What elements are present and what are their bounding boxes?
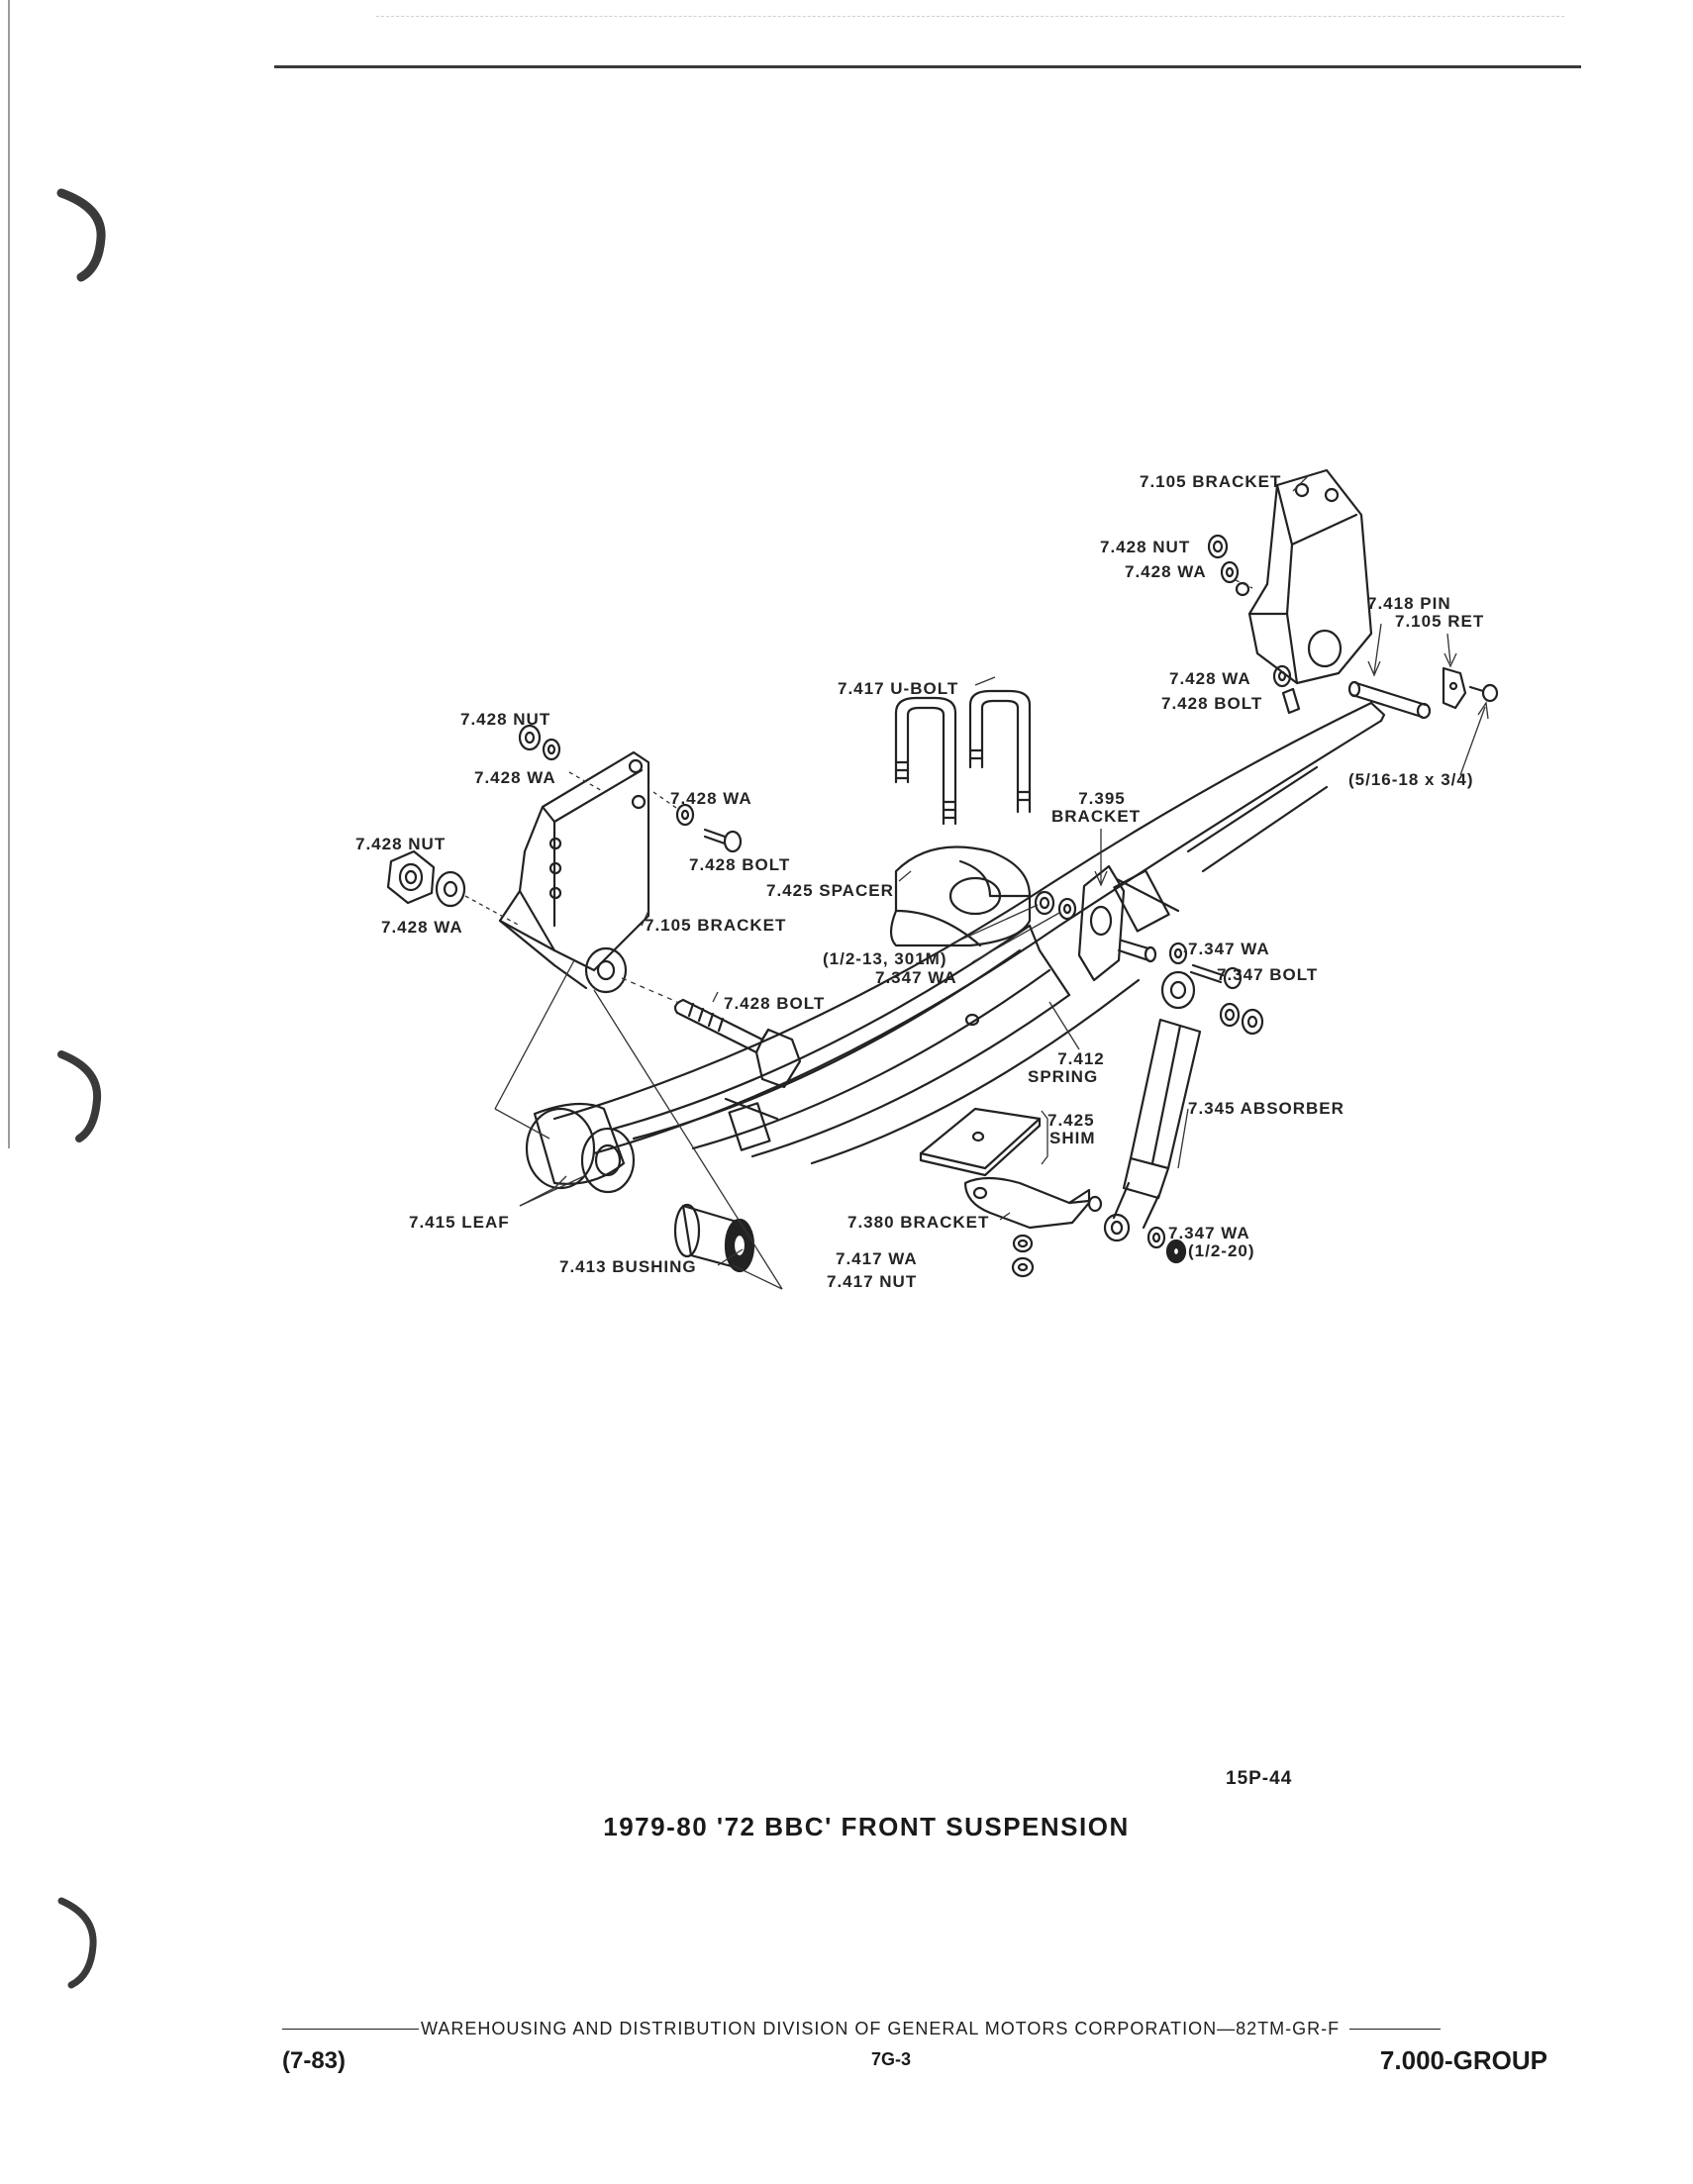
label-wa-428-left-top: 7.428 WA xyxy=(474,768,556,787)
bolt-428-mid xyxy=(703,828,743,853)
label-nut-428-left-top: 7.428 NUT xyxy=(460,710,551,729)
footer-group: 7.000-GROUP xyxy=(1379,2045,1547,2075)
bolt-428-right xyxy=(1281,687,1301,715)
spacer xyxy=(889,845,1032,947)
shock-absorber xyxy=(1103,970,1202,1242)
label-thread-small: (1/2-20) xyxy=(1188,1241,1255,1260)
rear-hanger-bracket xyxy=(1235,468,1373,685)
retainer-105 xyxy=(1442,666,1467,710)
label-bolt-428-right: 7.428 BOLT xyxy=(1161,694,1263,713)
pin-418 xyxy=(1347,680,1432,720)
nut-395 xyxy=(1034,890,1055,916)
label-bracket-105-left: 7.105 BRACKET xyxy=(645,916,787,935)
label-wa-347-bottom: 7.347 WA xyxy=(1168,1224,1250,1242)
binder-edge xyxy=(8,0,10,1148)
nut-428-top xyxy=(1207,534,1229,559)
header-rule xyxy=(274,65,1581,68)
binder-hole-top xyxy=(56,188,106,282)
retainer-screw xyxy=(1468,683,1499,703)
washer-347-a xyxy=(1168,942,1188,965)
u-bolt-right xyxy=(968,689,1032,814)
label-shim-425-name: SHIM xyxy=(1049,1129,1096,1147)
label-bolt-347: 7.347 BOLT xyxy=(1217,965,1319,984)
label-spacer-425: 7.425 SPACER xyxy=(766,881,894,900)
washer-417 xyxy=(1012,1234,1034,1253)
nut-347-b xyxy=(1241,1008,1264,1036)
footer-page-number: 7G-3 xyxy=(870,2049,912,2069)
label-wa-347-upper: 7.347 WA xyxy=(1188,940,1270,958)
label-wa-428-left: 7.428 WA xyxy=(381,918,463,937)
label-pin-418: 7.418 PIN xyxy=(1367,594,1451,613)
footer-rule-left xyxy=(282,2029,419,2030)
center-nut xyxy=(964,1013,980,1027)
label-nut-417: 7.417 NUT xyxy=(827,1272,918,1291)
label-bracket-395-number: 7.395 xyxy=(1078,789,1126,808)
washer-428-top xyxy=(1220,560,1240,584)
nut-428-left-top xyxy=(518,724,542,751)
lower-shock-bracket xyxy=(963,1176,1103,1230)
binder-hole-middle xyxy=(57,1050,102,1142)
washer-347-b xyxy=(1219,1002,1241,1028)
label-u-bolt-417: 7.417 U-BOLT xyxy=(838,679,959,698)
label-screw-size: (5/16-18 x 3/4) xyxy=(1348,770,1474,789)
scan-artifact-line xyxy=(376,16,1564,18)
figure-code: 15P-44 xyxy=(1226,1768,1293,1789)
washer-347-c xyxy=(1146,1226,1166,1249)
label-wa-428-mid: 7.428 WA xyxy=(670,789,752,808)
label-bolt-428-large: 7.428 BOLT xyxy=(724,994,826,1013)
label-bracket-105-top: 7.105 BRACKET xyxy=(1140,472,1282,491)
suspension-exploded-view xyxy=(386,468,1499,1290)
label-shim-425-number: 7.425 xyxy=(1047,1111,1095,1130)
shim xyxy=(919,1107,1042,1177)
footer-division-text: WAREHOUSING AND DISTRIBUTION DIVISION OF… xyxy=(421,2019,1341,2038)
figure-caption: 1979-80 '72 BBC' FRONT SUSPENSION xyxy=(0,1812,1693,1842)
footer-rule-right xyxy=(1349,2029,1442,2030)
spring-clip-left xyxy=(724,1097,779,1151)
label-wa-428-right: 7.428 WA xyxy=(1169,669,1251,688)
figure-caption-text: 1979-80 '72 BBC' FRONT SUSPENSION xyxy=(603,1812,1130,1841)
washer-428-mid xyxy=(675,803,695,827)
label-bracket-395-name: BRACKET xyxy=(1051,807,1142,826)
washer-395 xyxy=(1057,897,1077,921)
washer-428-right xyxy=(1272,664,1292,688)
label-wa-428-top: 7.428 WA xyxy=(1125,562,1207,581)
leaf-spring xyxy=(552,701,1386,1165)
leaf-eye-roll xyxy=(525,1102,636,1194)
label-bolt-428-mid: 7.428 BOLT xyxy=(689,855,791,874)
u-bolt-left xyxy=(894,696,957,826)
nut-347-c xyxy=(1165,1239,1187,1264)
label-wa-417: 7.417 WA xyxy=(836,1249,918,1268)
front-hanger-bracket xyxy=(498,750,650,994)
footer-date: (7-83) xyxy=(282,2047,347,2074)
binder-hole-bottom xyxy=(57,1897,97,1989)
bolt-428-large xyxy=(673,998,802,1089)
spring-seat-bracket xyxy=(1077,864,1157,982)
label-absorber-345: 7.345 ABSORBER xyxy=(1188,1099,1344,1118)
bushing xyxy=(673,1203,755,1273)
nut-417 xyxy=(1011,1256,1035,1278)
washer-428-left xyxy=(435,870,466,908)
label-bracket-380: 7.380 BRACKET xyxy=(847,1213,990,1232)
label-leaf-415: 7.415 LEAF xyxy=(409,1213,510,1232)
label-nut-428-top: 7.428 NUT xyxy=(1100,538,1191,556)
footer-division-line: WAREHOUSING AND DISTRIBUTION DIVISION OF… xyxy=(282,2019,1549,2039)
label-ret-105: 7.105 RET xyxy=(1395,612,1485,631)
label-nut-428-left: 7.428 NUT xyxy=(355,835,447,853)
label-bushing-413: 7.413 BUSHING xyxy=(559,1257,697,1276)
label-spring-412-name: SPRING xyxy=(1028,1067,1099,1086)
spring-clip-right xyxy=(1113,869,1180,933)
bolt-347 xyxy=(1189,963,1243,990)
label-spring-412-number: 7.412 xyxy=(1057,1049,1105,1068)
label-thread-size: (1/2-13, 301M) xyxy=(823,949,947,968)
nut-428-left xyxy=(386,849,436,905)
washer-428-left-top xyxy=(542,738,561,761)
label-wa-347-lower: 7.347 WA xyxy=(875,968,957,987)
